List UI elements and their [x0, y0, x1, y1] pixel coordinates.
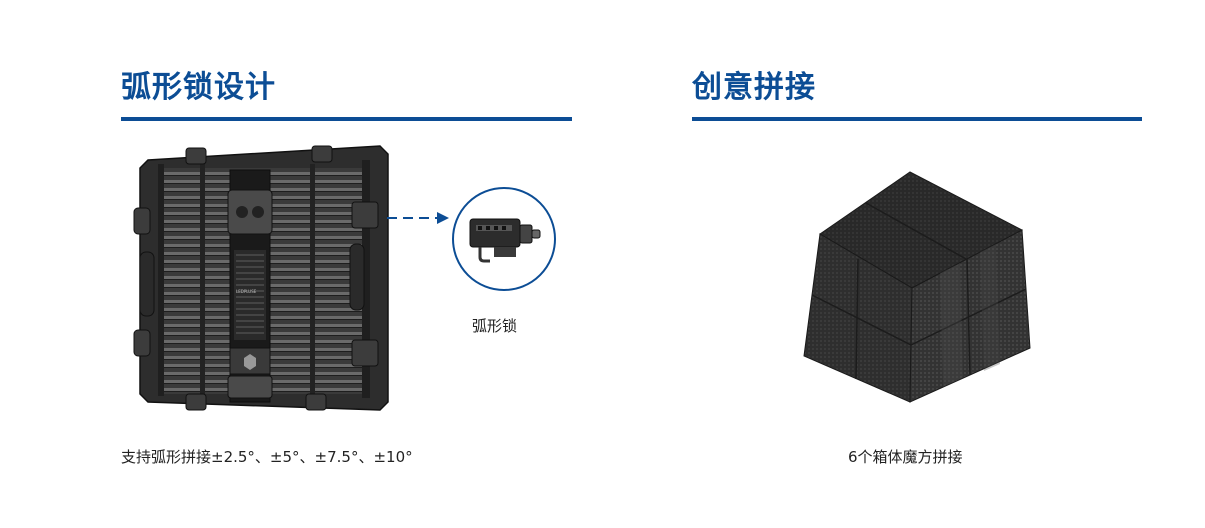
- section-title-arc-lock: 弧形锁设计: [121, 70, 276, 105]
- section-divider-left: [121, 117, 572, 121]
- led-cabinet-image: LEDPLUSE: [133, 145, 389, 411]
- arc-lock-zoom-image: [452, 187, 556, 291]
- section-title-creative-splicing: 创意拼接: [692, 70, 816, 105]
- arc-lock-caption: 支持弧形拼接±2.5°、±5°、±7.5°、±10°: [121, 448, 413, 466]
- dashed-arrow-icon: [387, 212, 449, 224]
- arc-lock-label: 弧形锁: [472, 317, 518, 335]
- product-brand-label: LEDPLUSE: [236, 289, 257, 294]
- cube-splicing-caption: 6个箱体魔方拼接: [848, 448, 963, 466]
- cube-splicing-image: [803, 171, 1031, 403]
- section-divider-right: [692, 117, 1142, 121]
